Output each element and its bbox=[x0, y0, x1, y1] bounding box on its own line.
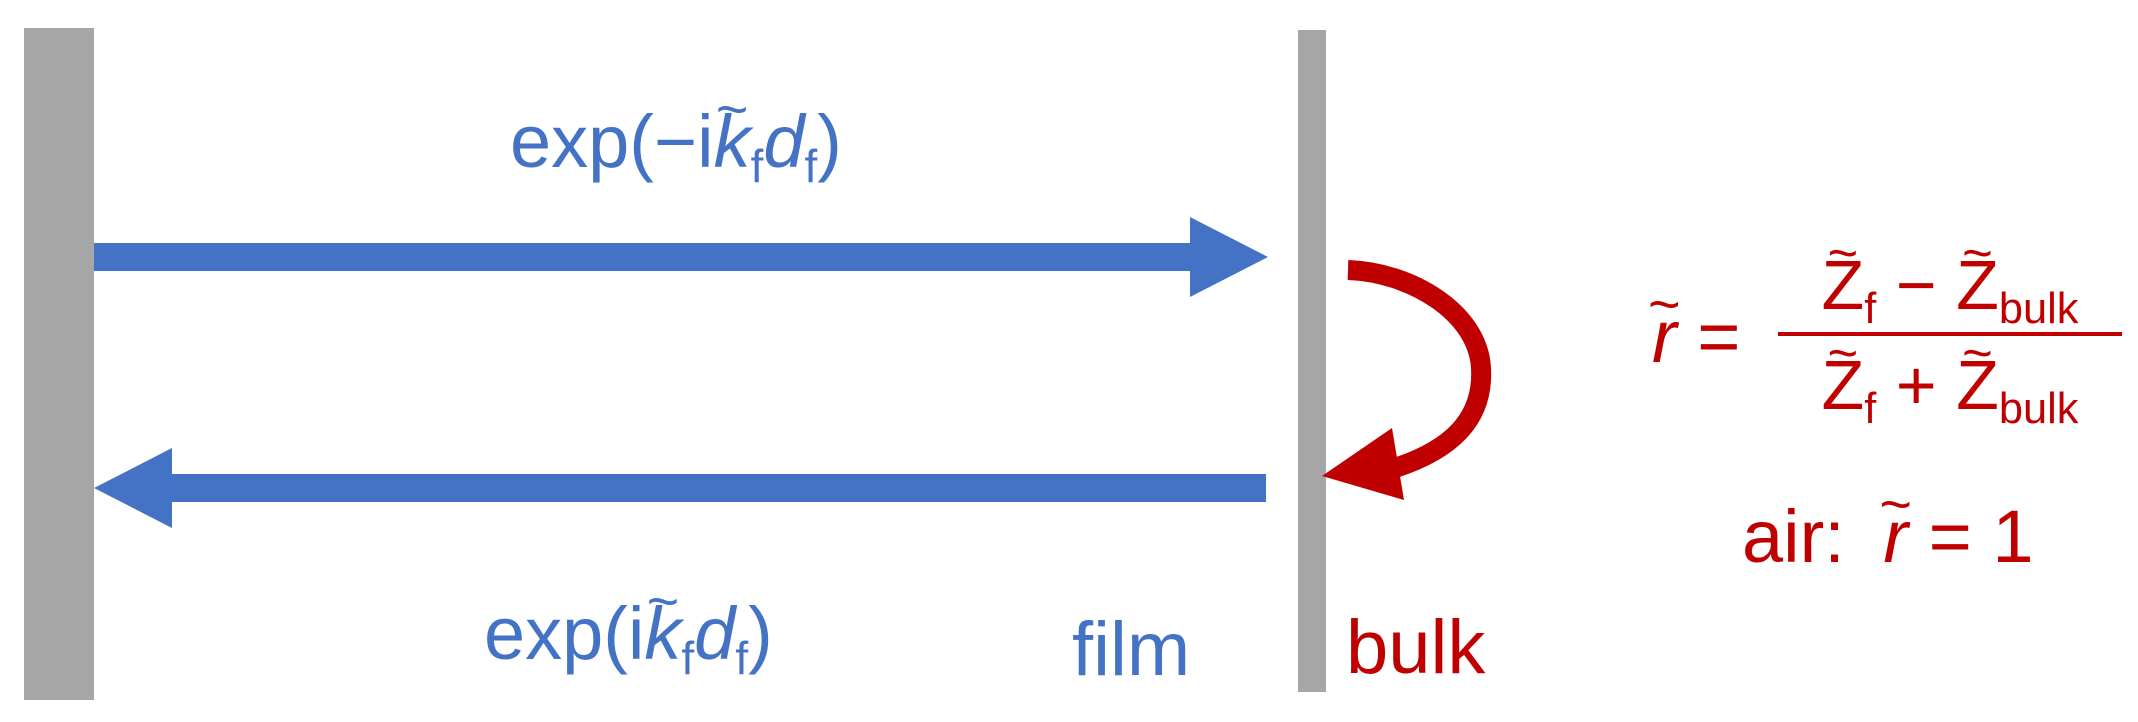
left-wall bbox=[24, 28, 94, 700]
reflection-coefficient-lhs: r = bbox=[1652, 300, 1740, 374]
forward-d-subscript: f bbox=[804, 139, 818, 192]
fraction-denominator: Zf + Zbulk bbox=[1778, 350, 2122, 431]
backward-arrow bbox=[94, 448, 1266, 528]
r-symbol: r bbox=[1652, 300, 1677, 374]
air-value: = 1 bbox=[1928, 495, 2034, 578]
backward-d-symbol: d bbox=[694, 592, 736, 675]
denominator-z-bulk-subscript: bulk bbox=[1998, 384, 2079, 433]
numerator-z-f-subscript: f bbox=[1864, 284, 1877, 333]
forward-phase-label: exp(−ikfdf) bbox=[510, 105, 842, 189]
numerator-z-bulk-subscript: bulk bbox=[1998, 284, 2079, 333]
air-r-symbol: r bbox=[1883, 500, 1908, 574]
forward-k-subscript: f bbox=[750, 139, 764, 192]
fraction-bar bbox=[1778, 332, 2122, 336]
forward-k-symbol: k bbox=[714, 105, 751, 179]
denominator-z-f-subscript: f bbox=[1864, 384, 1877, 433]
fraction-numerator: Zf − Zbulk bbox=[1778, 250, 2122, 331]
forward-arrow bbox=[94, 217, 1268, 297]
backward-k-subscript: f bbox=[681, 631, 695, 684]
forward-exp-text: exp(−i bbox=[510, 100, 714, 183]
film-label: film bbox=[1072, 607, 1191, 692]
backward-phase-label: exp(ikfdf) bbox=[484, 597, 773, 681]
numerator-z-f: Z bbox=[1822, 250, 1865, 320]
backward-close-paren: ) bbox=[748, 592, 773, 675]
interface-wall bbox=[1298, 30, 1326, 692]
reflection-arrow bbox=[1322, 260, 1492, 500]
minus-sign: − bbox=[1895, 246, 1937, 324]
denominator-z-f: Z bbox=[1822, 350, 1865, 420]
plus-sign: + bbox=[1895, 346, 1937, 424]
denominator-z-bulk: Z bbox=[1956, 350, 1999, 420]
equals-sign: = bbox=[1697, 295, 1741, 378]
numerator-z-bulk: Z bbox=[1956, 250, 1999, 320]
reflection-coefficient-fraction: Zf − Zbulk Zf + Zbulk bbox=[1778, 250, 2122, 431]
air-label: air: bbox=[1742, 495, 1845, 578]
forward-close-paren: ) bbox=[817, 100, 842, 183]
backward-d-subscript: f bbox=[735, 631, 749, 684]
backward-k-symbol: k bbox=[644, 597, 681, 671]
air-reflection-label: air: r = 1 bbox=[1742, 500, 2034, 574]
forward-d-symbol: d bbox=[763, 100, 805, 183]
backward-exp-text: exp(i bbox=[484, 592, 645, 675]
bulk-label: bulk bbox=[1346, 605, 1486, 690]
